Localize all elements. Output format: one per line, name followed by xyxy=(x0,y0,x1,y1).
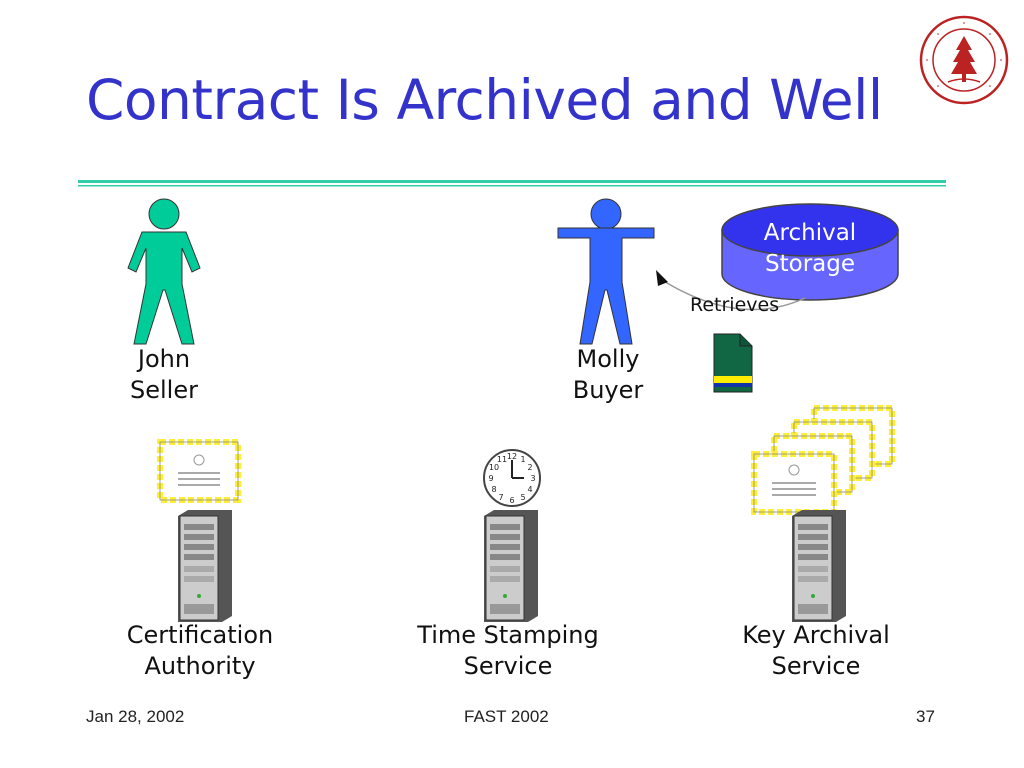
stanford-seal-logo xyxy=(919,15,1009,105)
server-icon-ca xyxy=(178,510,232,622)
clock-number: 6 xyxy=(509,496,514,505)
clock-number: 7 xyxy=(498,493,503,502)
clock-number: 8 xyxy=(491,485,496,494)
clock-number: 12 xyxy=(507,452,517,461)
footer-event: FAST 2002 xyxy=(464,707,549,726)
footer-page-number: 37 xyxy=(916,707,935,726)
title-divider xyxy=(78,180,946,187)
slide-title: Contract Is Archived and Well xyxy=(86,68,883,132)
certificate-icon xyxy=(157,439,241,503)
clock-number: 11 xyxy=(497,455,507,464)
clock-icon: 12 1 2 3 4 5 6 7 8 9 10 11 xyxy=(483,449,541,507)
server-icon-kas xyxy=(792,510,846,622)
clock-number: 10 xyxy=(489,463,499,472)
clock-number: 5 xyxy=(520,493,525,502)
retrieves-label: Retrieves xyxy=(690,294,780,316)
clock-number: 1 xyxy=(520,455,525,464)
clock-number: 4 xyxy=(527,485,532,494)
server-icon-tss xyxy=(484,510,538,622)
archival-storage-cylinder xyxy=(721,203,899,301)
john-seller-figure xyxy=(127,198,201,345)
clock-number: 9 xyxy=(488,474,493,483)
retrieves-arrow xyxy=(656,270,806,311)
footer-date: Jan 28, 2002 xyxy=(86,707,185,726)
clock-number: 3 xyxy=(530,474,535,483)
contract-document-icon xyxy=(713,333,753,393)
clock-number: 2 xyxy=(527,463,532,472)
stacked-certificates-icon xyxy=(751,405,895,515)
molly-buyer-figure xyxy=(557,198,655,345)
